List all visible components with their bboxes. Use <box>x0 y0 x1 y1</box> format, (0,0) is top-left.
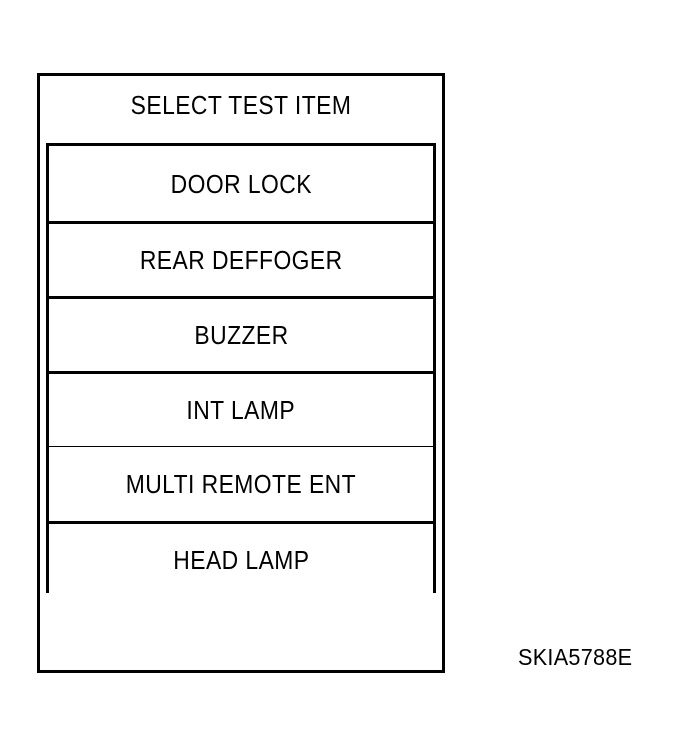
menu-item-label: INT LAMP <box>186 395 296 425</box>
menu-item-label: REAR DEFFOGER <box>139 245 343 275</box>
menu-item-head-lamp[interactable]: HEAD LAMP <box>49 521 433 596</box>
scan-tool-screen-frame: SELECT TEST ITEM DOOR LOCK REAR DEFFOGER… <box>37 73 445 673</box>
menu-item-label: BUZZER <box>193 320 289 350</box>
menu-item-rear-deffoger[interactable]: REAR DEFFOGER <box>49 221 433 296</box>
figure-reference-code: SKIA5788E <box>518 644 633 670</box>
menu-item-buzzer[interactable]: BUZZER <box>49 296 433 371</box>
menu-item-label: HEAD LAMP <box>172 545 310 575</box>
menu-item-label: DOOR LOCK <box>170 168 312 199</box>
menu-item-door-lock[interactable]: DOOR LOCK <box>49 146 433 221</box>
menu-item-multi-remote-ent[interactable]: MULTI REMOTE ENT <box>49 446 433 521</box>
test-item-list: DOOR LOCK REAR DEFFOGER BUZZER INT LAMP … <box>46 143 436 596</box>
menu-item-label: MULTI REMOTE ENT <box>125 469 357 499</box>
screen-title: SELECT TEST ITEM <box>130 90 352 120</box>
menu-item-int-lamp[interactable]: INT LAMP <box>49 371 433 446</box>
